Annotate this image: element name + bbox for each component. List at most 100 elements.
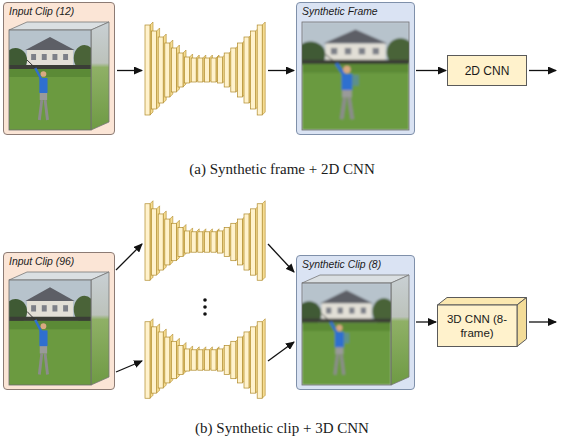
layer — [191, 232, 196, 252]
golf-photo — [302, 22, 409, 130]
layer — [224, 53, 229, 87]
clip-illustration — [296, 255, 415, 390]
flow-arrow — [117, 70, 142, 71]
photo-frame — [9, 30, 91, 130]
layer-side — [262, 201, 265, 281]
photo-frame — [9, 280, 91, 385]
layer — [152, 31, 157, 109]
clip-panel: Input Clip (12) — [3, 2, 115, 135]
window — [52, 54, 57, 60]
layer — [178, 346, 183, 375]
layer — [158, 37, 163, 103]
head — [336, 325, 342, 331]
layer — [198, 58, 203, 82]
layer — [257, 25, 262, 115]
layer — [185, 349, 190, 371]
window — [345, 48, 351, 54]
layer — [224, 346, 229, 375]
window — [373, 48, 379, 54]
clip-panel: Input Clip (96) — [3, 252, 115, 390]
sub-caption: (a) Synthetic frame + 2D CNN — [0, 160, 564, 178]
panel-title: Input Clip (96) — [4, 253, 114, 269]
window — [42, 305, 47, 311]
leg — [342, 98, 345, 120]
layer — [152, 209, 157, 275]
blurred-photo — [302, 283, 391, 385]
layer-side — [262, 22, 265, 115]
layer — [171, 341, 176, 378]
layer — [165, 219, 170, 265]
encoder-decoder — [145, 319, 265, 399]
layer — [191, 350, 196, 370]
layer — [211, 58, 216, 82]
roof — [25, 287, 74, 301]
clip-illustration — [296, 2, 415, 135]
window — [42, 54, 47, 60]
pants — [40, 345, 47, 353]
layer — [145, 322, 150, 399]
clip-panel: Synthetic Clip (8) — [296, 255, 415, 390]
flow-arrow — [116, 361, 142, 372]
pants — [40, 92, 47, 100]
leg — [349, 98, 352, 120]
cube-face: 3D CNN (8-frame) — [437, 305, 517, 347]
head — [41, 71, 47, 77]
layer — [257, 204, 262, 281]
motion-ghost — [344, 333, 349, 343]
cube-side — [391, 275, 409, 385]
clip-illustration — [3, 252, 115, 390]
layer — [211, 350, 216, 370]
photo-frame — [302, 22, 409, 130]
layer — [198, 232, 203, 252]
panel-title: Synthetic Frame — [297, 3, 414, 19]
layer — [158, 214, 163, 270]
layer — [251, 31, 256, 109]
layer — [204, 232, 209, 252]
window — [63, 305, 68, 311]
layer — [237, 337, 242, 383]
layer — [178, 53, 183, 87]
fence — [9, 65, 91, 69]
layer — [165, 337, 170, 383]
grass — [9, 69, 91, 130]
layer — [158, 332, 163, 388]
cube-front — [438, 305, 518, 347]
layer — [257, 322, 262, 399]
layer — [165, 43, 170, 97]
window — [31, 54, 36, 60]
golf-photo — [302, 283, 391, 385]
pants — [335, 346, 343, 354]
club — [326, 54, 337, 63]
window — [52, 305, 57, 311]
layer — [198, 350, 203, 370]
head — [41, 323, 47, 329]
layer — [237, 219, 242, 265]
ellipsis-dot — [203, 298, 207, 302]
layer — [244, 37, 249, 103]
layer — [191, 58, 196, 82]
grass-band — [9, 321, 91, 329]
roof — [25, 37, 74, 50]
leg — [39, 100, 41, 120]
layer — [185, 57, 190, 83]
flow-arrow — [268, 342, 294, 361]
ellipsis-dot — [203, 312, 207, 316]
club — [322, 314, 331, 322]
layer — [152, 327, 157, 393]
layer — [251, 209, 256, 275]
encoder-decoder — [145, 22, 265, 115]
fence — [302, 319, 391, 323]
clip-panel: Synthetic Frame — [296, 2, 415, 135]
window — [63, 54, 68, 60]
box-label: 2D CNN — [465, 64, 510, 78]
cube-side — [91, 272, 109, 385]
cnn-box: 2D CNN — [447, 55, 527, 86]
connector — [416, 321, 436, 322]
leg — [45, 354, 47, 375]
grass — [9, 321, 91, 385]
encoder-decoder — [145, 201, 265, 281]
layer — [211, 232, 216, 252]
layer — [204, 58, 209, 82]
layer — [145, 204, 150, 281]
